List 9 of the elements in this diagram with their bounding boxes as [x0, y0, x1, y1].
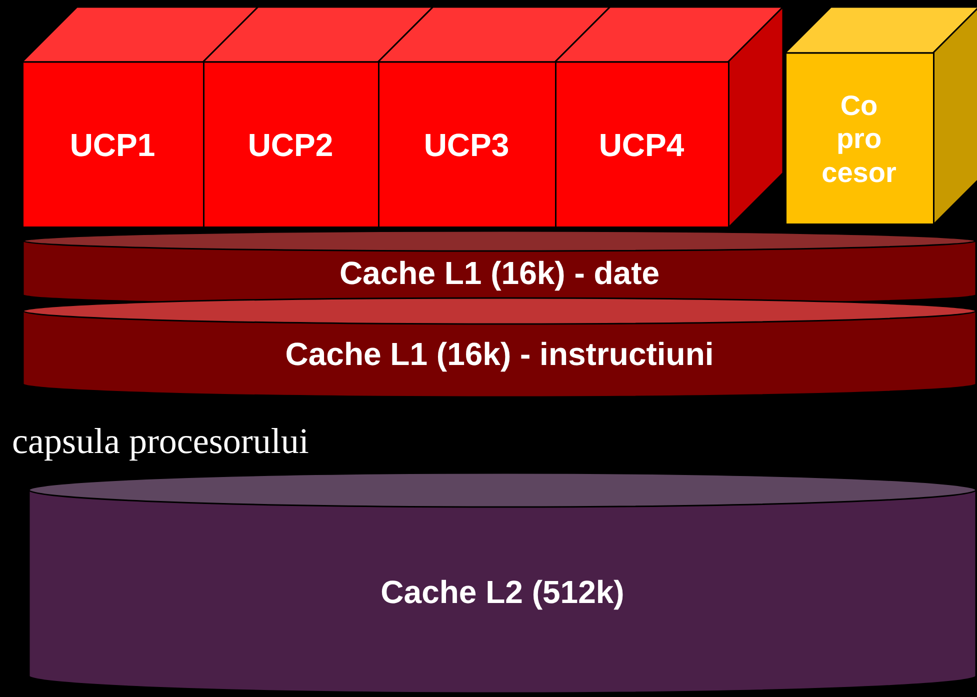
processor-label: UCP3: [424, 126, 510, 164]
processor-label: Co pro cesor: [820, 88, 898, 190]
cache-label: Cache L1 (16k) - date: [339, 254, 660, 293]
package-caption: capsula procesorului: [12, 420, 309, 462]
processor-label: UCP4: [598, 126, 684, 164]
cache-label: Cache L1 (16k) - instructiuni: [285, 335, 714, 374]
processor-label: UCP2: [248, 126, 334, 164]
cache-label: Cache L2 (512k): [380, 572, 624, 612]
processor-label: UCP1: [70, 126, 156, 164]
